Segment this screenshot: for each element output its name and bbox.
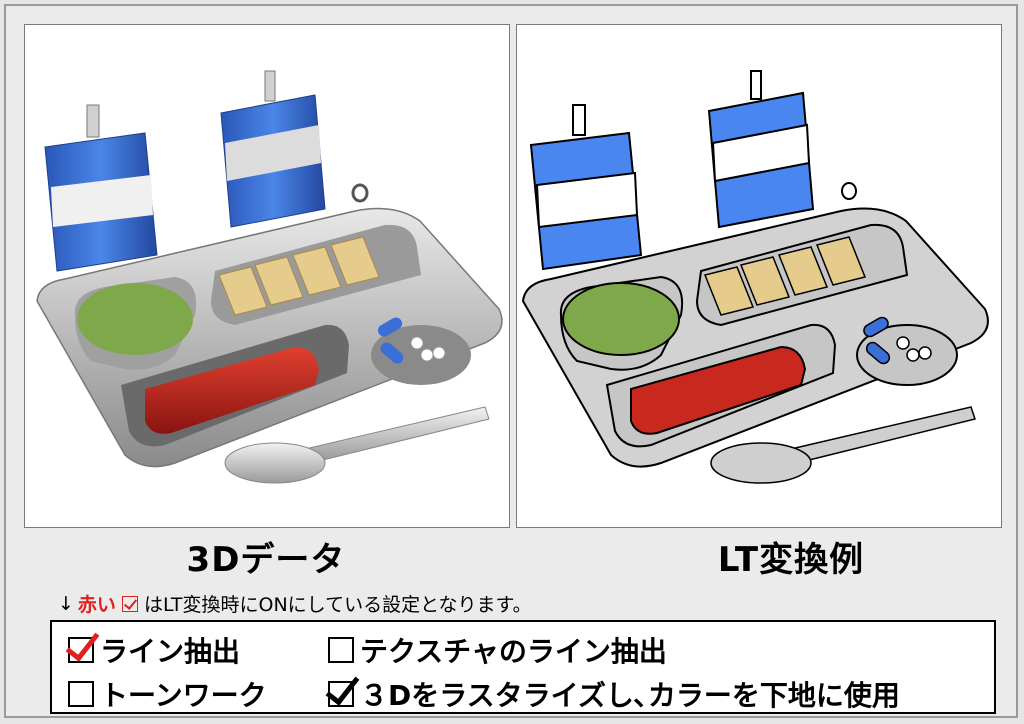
option-texture-line-extraction[interactable]: テクスチャのライン抽出 — [328, 630, 667, 670]
cap — [841, 182, 857, 200]
lt-example-panel — [516, 24, 1002, 528]
settings-box: ライン抽出 テクスチャのライン抽出 トーンワーク ３Dをラスタライズし､カラーを… — [50, 620, 996, 714]
check-icon — [65, 625, 100, 662]
pouch-right — [220, 70, 326, 228]
crackers — [218, 236, 380, 316]
pills — [377, 317, 446, 364]
canvas-frame: 3Dデータ LT変換例 ↓ 赤い はLT変換時にONにしている設定となります。 … — [4, 4, 1018, 718]
check-icon — [121, 595, 138, 612]
cap — [351, 183, 369, 203]
note-text: はLT変換時にONにしている設定となります。 — [143, 594, 532, 616]
check-icon — [325, 669, 360, 706]
arrow-down-icon: ↓ — [58, 592, 74, 615]
option-label: ３Dをラスタライズし､カラーを下地に使用 — [360, 679, 900, 712]
spoon — [224, 406, 490, 484]
3d-illustration — [36, 70, 503, 484]
checkbox-icon[interactable] — [328, 637, 354, 663]
pouch-left — [529, 104, 643, 271]
option-rasterize-3d[interactable]: ３Dをラスタライズし､カラーを下地に使用 — [325, 669, 900, 714]
checkbox-icon[interactable] — [325, 669, 360, 707]
option-label: ライン抽出 — [100, 635, 241, 668]
crackers — [703, 236, 867, 316]
caption-3d-data: 3Dデータ — [186, 540, 346, 580]
spoon — [710, 406, 976, 484]
pouch-right — [707, 70, 815, 229]
checkbox-icon[interactable] — [65, 625, 100, 663]
option-label: トーンワーク — [100, 679, 267, 712]
red-bar — [145, 347, 319, 434]
checkbox-icon[interactable] — [68, 681, 94, 707]
vegetables — [77, 283, 193, 355]
pills — [863, 316, 932, 365]
lt-illustration — [521, 70, 989, 484]
option-tone-work[interactable]: トーンワーク — [68, 674, 267, 714]
vegetables — [562, 282, 680, 356]
note-red-text: 赤い — [77, 594, 116, 616]
red-bar — [630, 345, 807, 435]
3d-data-panel — [24, 24, 510, 528]
settings-note: ↓ 赤い はLT変換時にONにしている設定となります。 — [58, 590, 532, 617]
caption-lt-example: LT変換例 — [717, 540, 865, 580]
option-line-extraction[interactable]: ライン抽出 — [65, 625, 241, 670]
option-label: テクスチャのライン抽出 — [360, 635, 667, 668]
pouch-left — [44, 104, 158, 272]
